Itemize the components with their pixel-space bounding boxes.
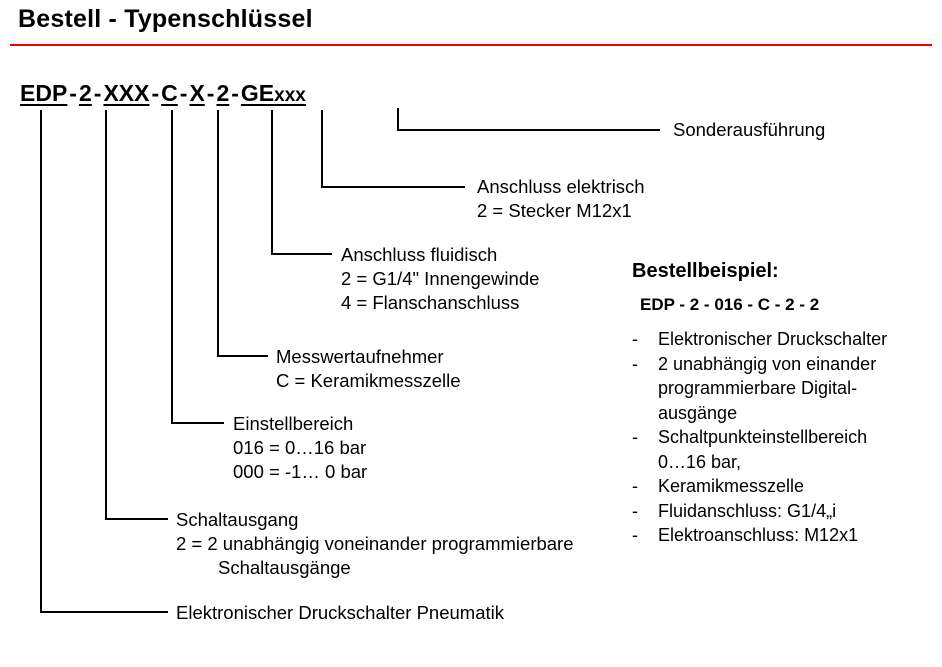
callout-anschluss-fluidisch: Anschluss fluidisch 2 = G1/4" Innengewin… <box>341 243 539 315</box>
code-segment-range: XXX <box>103 80 150 106</box>
callout-sonderausfuehrung-heading: Sonderausführung <box>673 119 826 140</box>
order-example-code: EDP - 2 - 016 - C - 2 - 2 <box>640 295 820 314</box>
callout-messwertaufnehmer-line1: C = Keramikmesszelle <box>276 370 461 391</box>
order-example-item-text: 2 unabhängig von einander programmierbare… <box>658 352 932 426</box>
code-segment-edp: EDP <box>20 80 68 106</box>
order-example-title: Bestellbeispiel: <box>632 260 779 282</box>
order-example-item: -Elektronischer Druckschalter <box>632 327 932 352</box>
callout-schaltausgang-line2: Schaltausgänge <box>218 557 351 578</box>
callout-messwertaufnehmer-heading: Messwertaufnehmer <box>276 346 444 367</box>
order-example-item-line: programmierbare Digital- <box>658 378 858 398</box>
leader-schaltausgang <box>105 110 168 520</box>
leader-anschluss-fluidisch <box>271 110 332 255</box>
callout-sonderausfuehrung: Sonderausführung <box>673 118 825 142</box>
leader-sonderausfuehrung <box>397 108 660 131</box>
callout-anschluss-elektrisch-line1: 2 = Stecker M12x1 <box>477 200 632 221</box>
callout-einstellbereich-line1: 016 = 0…16 bar <box>233 437 367 458</box>
code-segment-special-suffix: xxx <box>274 85 306 106</box>
leader-messwertaufnehmer <box>217 110 268 357</box>
code-separator: - <box>151 80 160 106</box>
code-segment-output: 2 <box>78 80 92 106</box>
order-example-item: -Fluidanschluss: G1/4„i <box>632 499 932 524</box>
callout-anschluss-elektrisch: Anschluss elektrisch 2 = Stecker M12x1 <box>477 175 645 223</box>
leader-anschluss-elektrisch <box>321 110 465 188</box>
order-example-item-text: Fluidanschluss: G1/4„i <box>658 499 932 524</box>
order-example-item-line: Elektronischer Druckschalter <box>658 329 888 349</box>
page-title: Bestell - Typenschlüssel <box>18 5 313 33</box>
order-example-item-text: Elektroanschluss: M12x1 <box>658 523 932 548</box>
callout-grundtyp: Elektronischer Druckschalter Pneumatik <box>176 601 504 625</box>
leader-einstellbereich <box>171 110 224 424</box>
callout-schaltausgang-line2-wrap: Schaltausgänge <box>176 556 574 580</box>
code-separator: - <box>179 80 188 106</box>
code-separator: - <box>69 80 77 106</box>
order-example-item: -2 unabhängig von einander programmierbar… <box>632 352 932 426</box>
order-example-item-line: 0…16 bar, <box>658 451 742 472</box>
code-separator: - <box>231 80 239 106</box>
order-example-item-line: ausgänge <box>658 402 738 423</box>
callout-schaltausgang-heading: Schaltausgang <box>176 509 299 530</box>
order-example-bullet: - <box>632 476 638 496</box>
code-segment-special: GExxx <box>241 80 306 106</box>
order-example-item-line: Fluidanschluss: G1/4„i <box>658 500 837 521</box>
callout-schaltausgang-line1: 2 = 2 unabhängig voneinander programmier… <box>176 533 574 554</box>
order-example-item-line: 2 unabhängig von einander <box>658 353 877 374</box>
callout-einstellbereich: Einstellbereich 016 = 0…16 bar 000 = -1…… <box>233 412 367 484</box>
order-example-bullet: - <box>632 525 638 545</box>
order-example-bullet: - <box>632 329 638 349</box>
order-example-item-text: Elektronischer Druckschalter <box>658 327 932 352</box>
callout-anschluss-elektrisch-heading: Anschluss elektrisch <box>477 176 645 197</box>
order-example-item-text: Keramikmesszelle <box>658 474 932 499</box>
order-example-block: Bestellbeispiel: EDP - 2 - 016 - C - 2 -… <box>632 258 932 548</box>
order-example-bullet: - <box>632 500 638 521</box>
order-example-item-line: Schaltpunkteinstellbereich <box>658 427 868 447</box>
code-segment-sensor: C <box>161 80 178 106</box>
callout-schaltausgang: Schaltausgang 2 = 2 unabhängig voneinand… <box>176 508 574 580</box>
order-example-item-text: Schaltpunkteinstellbereich 0…16 bar, <box>658 425 932 474</box>
code-separator: - <box>206 80 215 106</box>
code-segment-electrical: 2 <box>216 80 230 106</box>
order-example-item: -Schaltpunkteinstellbereich 0…16 bar, <box>632 425 932 474</box>
order-example-bullet: - <box>632 427 638 447</box>
callout-anschluss-fluidisch-line2: 4 = Flanschanschluss <box>341 292 520 313</box>
code-segment-fluid: X <box>189 80 205 106</box>
order-example-list: -Elektronischer Druckschalter-2 unabhäng… <box>632 327 932 548</box>
callout-messwertaufnehmer: Messwertaufnehmer C = Keramikmesszelle <box>276 345 461 393</box>
leader-grundtyp <box>40 110 168 613</box>
title-divider <box>10 44 932 46</box>
order-example-item-line: Elektroanschluss: M12x1 <box>658 525 859 545</box>
type-key-code-line: EDP-2-XXX-C-X-2-GExxx <box>20 80 306 107</box>
callout-grundtyp-heading: Elektronischer Druckschalter Pneumatik <box>176 602 504 623</box>
callout-anschluss-fluidisch-heading: Anschluss fluidisch <box>341 244 498 265</box>
code-separator: - <box>93 80 102 106</box>
code-segment-special-prefix: GE <box>240 80 275 106</box>
callout-einstellbereich-heading: Einstellbereich <box>233 413 354 434</box>
order-example-item-line: Keramikmesszelle <box>658 476 805 496</box>
order-example-item: -Keramikmesszelle <box>632 474 932 499</box>
order-example-item: -Elektroanschluss: M12x1 <box>632 523 932 548</box>
order-example-bullet: - <box>632 353 638 374</box>
callout-einstellbereich-line2: 000 = -1… 0 bar <box>233 461 368 482</box>
callout-anschluss-fluidisch-line1: 2 = G1/4" Innengewinde <box>341 268 540 289</box>
